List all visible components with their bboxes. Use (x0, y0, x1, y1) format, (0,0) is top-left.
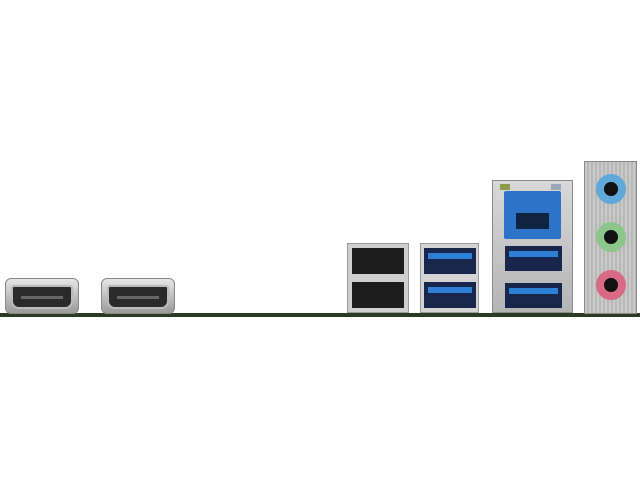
usb3-port (424, 282, 476, 308)
hdmi-port-1 (5, 278, 79, 314)
usb3-port-stack (420, 243, 479, 313)
lan-led (500, 184, 510, 190)
usb3-port (424, 248, 476, 274)
audio-jack-panel (584, 161, 637, 314)
lan-led (551, 184, 561, 190)
line-out-jack (596, 222, 626, 252)
pcb-edge (0, 313, 640, 317)
mic-in-jack (596, 270, 626, 300)
line-in-jack (596, 174, 626, 204)
hdmi-port-2 (101, 278, 175, 314)
usb2-port (352, 248, 404, 274)
lan-usb-stack (492, 180, 573, 313)
ethernet-port (504, 191, 561, 239)
usb3-port (505, 283, 562, 308)
usb2-port (352, 282, 404, 308)
usb2-port-stack (347, 243, 409, 313)
usb3-port (505, 246, 562, 271)
